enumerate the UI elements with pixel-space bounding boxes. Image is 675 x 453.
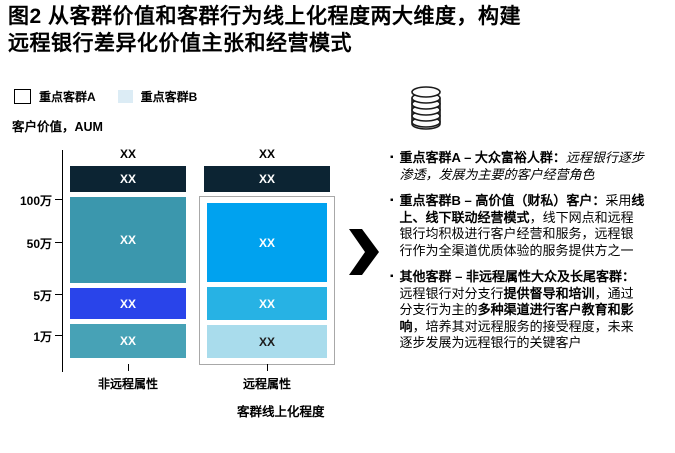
title-line-2: 远程银行差异化价值主张和经营模式 — [8, 31, 352, 55]
y-tick — [55, 335, 62, 336]
x-axis-title: 客群线上化程度 — [237, 405, 325, 419]
legend-swatch-a — [14, 89, 31, 104]
y-tick-label: 50万 — [26, 237, 52, 251]
matrix-cell-col2-band2: XX — [207, 203, 327, 282]
y-tick-label: 100万 — [19, 194, 52, 208]
bullet-marker: ▪ — [390, 152, 394, 163]
matrix-cell-col1-band1: XX — [70, 166, 186, 192]
y-tick — [55, 199, 62, 200]
y-tick-label: 1万 — [33, 330, 52, 344]
page-title: 图2 从客群价值和客群行为线上化程度两大维度，构建 远程银行差异化价值主张和经营… — [8, 4, 628, 58]
key-points-list: ▪ 重点客群A – 大众富裕人群：远程银行逐步渗透，发展为主要的客户经营角色 ▪… — [390, 150, 652, 352]
bullet-marker: ▪ — [390, 195, 394, 206]
bullet-item-1: ▪ 重点客群A – 大众富裕人群：远程银行逐步渗透，发展为主要的客户经营角色 — [390, 150, 652, 183]
y-tick-label: 5万 — [33, 289, 52, 303]
x-tick — [128, 364, 129, 371]
column-top-label: XX — [119, 147, 136, 161]
x-category-label: 非远程属性 — [97, 377, 158, 391]
matrix-cell-col1-band2: XX — [70, 197, 186, 283]
y-tick — [55, 294, 62, 295]
matrix-cell-col1-band4: XX — [70, 324, 186, 358]
bullet-text-2: 重点客群B – 高价值（财私）客户：采用线上、线下联动经营模式，线下网点和远程银… — [399, 193, 645, 258]
bullet-marker: ▪ — [390, 271, 394, 282]
bullet-item-3: ▪ 其他客群 – 非远程属性大众及长尾客群：远程银行对分支行提供督导和培训，通过… — [390, 269, 652, 352]
legend-label-a: 重点客群A — [39, 90, 96, 104]
legend: 重点客群A 重点客群B — [14, 88, 197, 105]
x-tick — [267, 364, 268, 371]
y-axis-title: 客户价值，AUM — [12, 120, 103, 134]
x-category-label: 远程属性 — [242, 377, 291, 391]
matrix-cell-col2-band3: XX — [207, 287, 327, 320]
bullet-item-2: ▪ 重点客群B – 高价值（财私）客户：采用线上、线下联动经营模式，线下网点和远… — [390, 193, 652, 259]
y-axis-line — [62, 150, 63, 372]
title-line-1: 图2 从客群价值和客群行为线上化程度两大维度，构建 — [8, 5, 522, 28]
legend-label-b: 重点客群B — [140, 90, 198, 104]
column-top-label: XX — [258, 147, 275, 161]
legend-swatch-b — [117, 90, 133, 103]
bullet-text-1: 重点客群A – 大众富裕人群：远程银行逐步渗透，发展为主要的客户经营角色 — [399, 150, 644, 182]
y-tick — [55, 242, 62, 243]
matrix-cell-col2-band4: XX — [207, 325, 327, 358]
matrix-cell-col2-band1: XX — [204, 166, 330, 192]
bullet-text-3: 其他客群 – 非远程属性大众及长尾客群：远程银行对分支行提供督导和培训，通过分支… — [399, 269, 636, 350]
matrix-cell-col1-band3: XX — [70, 288, 186, 319]
coin-stack-icon — [407, 82, 445, 137]
black-chevron-arrow-icon — [349, 229, 379, 280]
